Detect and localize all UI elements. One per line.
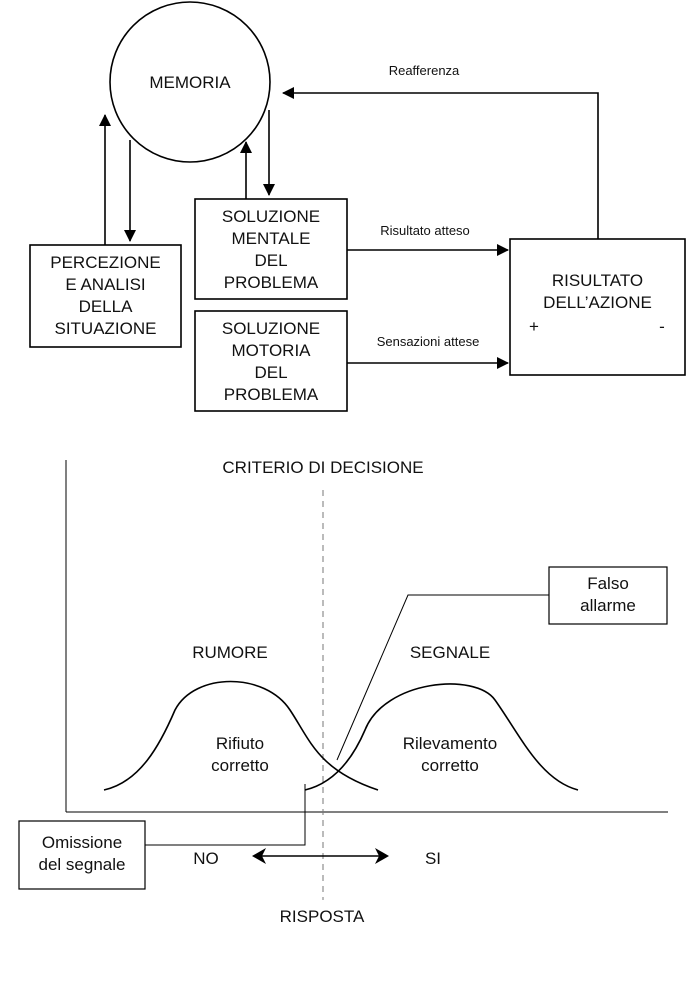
mental-solution-line: MENTALE [231,229,311,248]
correct-rejection-line: Rifiuto [215,734,265,753]
mental-solution-line: DEL [254,251,288,270]
motor-solution-line: SOLUZIONE [221,319,321,338]
response-label: RISPOSTA [279,907,365,926]
expected-sensations-label: Sensazioni attese [376,334,480,349]
action-result-line: RISULTATO [551,271,644,290]
false-alarm-label: Falso allarme [549,573,667,617]
decision-criterion-label: CRITERIO DI DECISIONE [222,458,424,477]
correct-detection-label: Rilevamento corretto [380,733,520,777]
motor-solution-line: PROBLEMA [223,385,319,404]
false-alarm-line: allarme [580,596,636,615]
correct-rejection-label: Rifiuto corretto [180,733,300,777]
motor-solution-label: SOLUZIONE MOTORIA DEL PROBLEMA [195,318,347,406]
signal-label: SEGNALE [409,643,491,662]
motor-solution-line: DEL [254,363,288,382]
perception-line: SITUAZIONE [54,319,157,338]
miss-box [18,820,146,890]
memory-node [109,1,271,163]
correct-detection-line: corretto [421,756,479,775]
mental-solution-line: PROBLEMA [223,273,319,292]
mental-solution-box [194,198,348,300]
reafference-label: Reafferenza [388,63,460,78]
response-arrowhead-left [252,848,266,864]
perception-label: PERCEZIONE E ANALISI DELLA SITUAZIONE [30,252,181,340]
mental-solution-label: SOLUZIONE MENTALE DEL PROBLEMA [195,206,347,294]
false-alarm-line: Falso [587,574,629,593]
perception-line: E ANALISI [65,275,146,294]
motor-solution-box [194,310,348,412]
signal-curve [304,683,579,791]
action-result-label: RISULTATO DELL’AZIONE [510,270,685,314]
mental-solution-line: SOLUZIONE [221,207,321,226]
minus-sign: - [659,317,665,336]
no-label: NO [193,849,219,868]
action-result-line: DELL’AZIONE [543,293,652,312]
false-alarm-leader [336,594,549,761]
perception-line: DELLA [78,297,133,316]
response-arrowhead-right [375,848,389,864]
expected-result-label: Risultato atteso [380,223,470,238]
miss-line: del segnale [38,855,126,874]
memory-label: MEMORIA [149,73,231,92]
perception-line: PERCEZIONE [50,253,161,272]
plus-sign: + [529,317,539,336]
miss-line: Omissione [41,833,123,852]
motor-solution-line: MOTORIA [231,341,311,360]
reafference-arrow [282,87,599,239]
noise-curve [103,680,379,791]
correct-detection-line: Rilevamento [402,734,498,753]
miss-label: Omissione del segnale [19,832,145,876]
yes-label: SI [424,849,442,868]
miss-leader [145,784,306,846]
noise-label: RUMORE [192,643,268,662]
correct-rejection-line: corretto [211,756,269,775]
